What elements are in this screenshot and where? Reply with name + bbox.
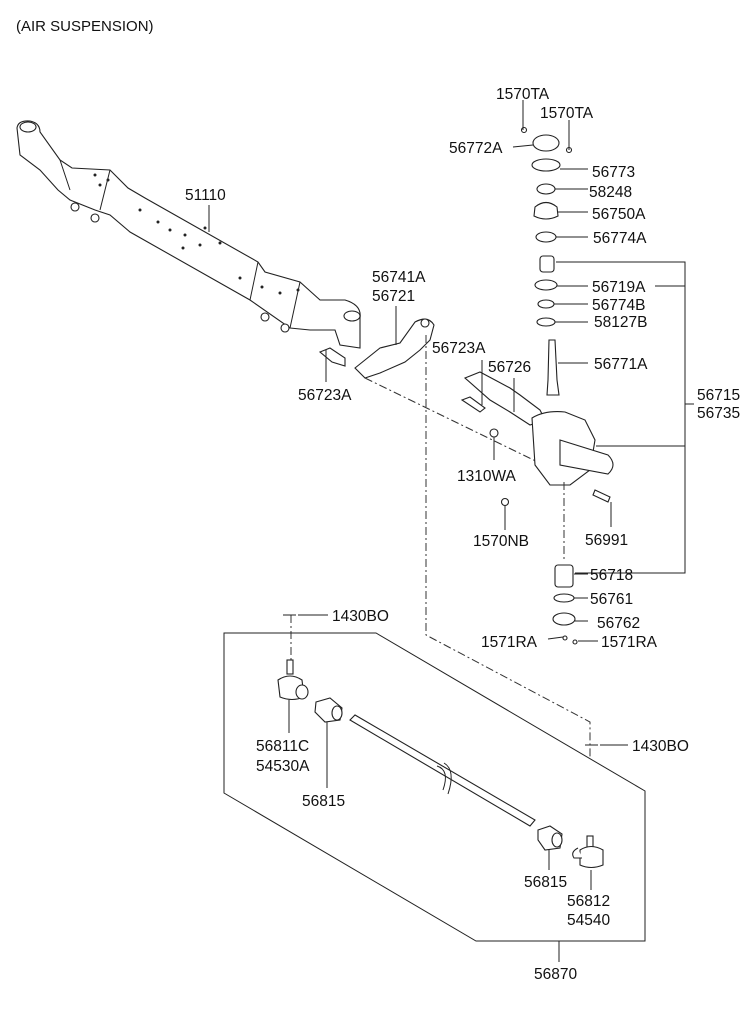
label-56773: 56773 <box>592 164 635 181</box>
label-1571RA-2: 1571RA <box>601 634 658 651</box>
label-1430BO-1: 1430BO <box>332 608 389 625</box>
label-56761: 56761 <box>590 591 633 608</box>
steering-knuckle-56715[interactable] <box>460 371 614 486</box>
nut-1310WA[interactable] <box>489 428 499 438</box>
label-56718: 56718 <box>590 567 633 584</box>
label-56721: 56721 <box>372 288 415 305</box>
label-58127B: 58127B <box>594 314 647 331</box>
label-56772A: 56772A <box>449 140 503 157</box>
label-56815-2: 56815 <box>524 874 567 891</box>
label-1570TA-2: 1570TA <box>540 105 594 122</box>
label-1430BO-2: 1430BO <box>632 738 689 755</box>
label-58248: 58248 <box>589 184 632 201</box>
label-56774B: 56774B <box>592 297 645 314</box>
label-56723A-2: 56723A <box>432 340 486 357</box>
label-56735: 56735 <box>697 405 740 422</box>
tie-rod-tube[interactable] <box>349 714 536 827</box>
axle-beam-51110[interactable] <box>16 120 361 349</box>
label-56715: 56715 <box>697 387 740 404</box>
bolt-56991[interactable] <box>592 489 611 503</box>
label-56812: 56812 <box>567 893 610 910</box>
label-56750A: 56750A <box>592 206 646 223</box>
label-56762: 56762 <box>597 615 640 632</box>
label-54540: 54540 <box>567 912 610 929</box>
tie-rod-end-left-56811C[interactable] <box>277 659 309 701</box>
label-56741A: 56741A <box>372 269 426 286</box>
label-1571RA-1: 1571RA <box>481 634 538 651</box>
label-56870: 56870 <box>534 966 577 983</box>
kingpin-cap-assembly[interactable] <box>520 126 573 396</box>
lower-kingpin-assembly[interactable] <box>552 564 578 645</box>
label-56774A: 56774A <box>593 230 647 247</box>
clamp-56815-right[interactable] <box>537 825 563 851</box>
label-54530A: 54530A <box>256 758 310 775</box>
label-1310WA: 1310WA <box>457 468 517 485</box>
clamp-56815-left[interactable] <box>314 697 343 723</box>
label-56719A: 56719A <box>592 279 646 296</box>
label-56771A: 56771A <box>594 356 648 373</box>
label-56723A-1: 56723A <box>298 387 352 404</box>
bolt-1570NB[interactable] <box>500 497 510 507</box>
label-1570TA-1: 1570TA <box>496 86 550 103</box>
diagram-title: (AIR SUSPENSION) <box>16 18 154 35</box>
label-56726: 56726 <box>488 359 531 376</box>
label-51110: 51110 <box>185 187 226 204</box>
label-56811C: 56811C <box>256 738 309 755</box>
label-1570NB: 1570NB <box>473 533 529 550</box>
tie-rod-end-right-56812[interactable] <box>572 835 604 869</box>
label-56815-1: 56815 <box>302 793 345 810</box>
label-56991: 56991 <box>585 532 628 549</box>
